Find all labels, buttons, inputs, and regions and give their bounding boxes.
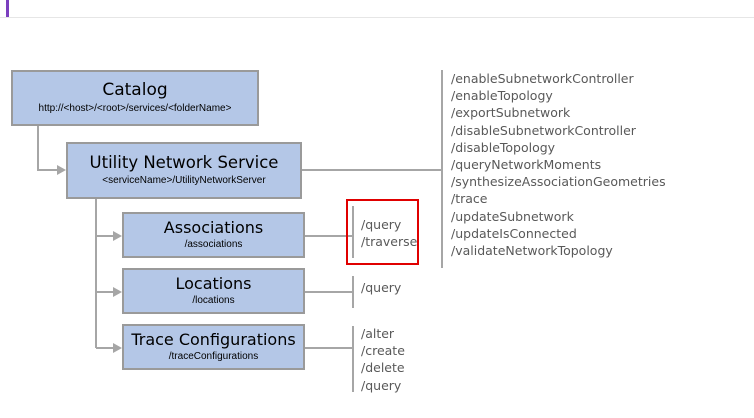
service-operation: /disableTopology [451, 139, 556, 155]
associations-title: Associations [163, 218, 264, 238]
trace-configurations-operations-list: /alter /create /delete /query [361, 325, 405, 394]
service-operation: /enableTopology [451, 88, 553, 104]
utility-network-service-box: Utility Network Service <serviceName>/Ut… [66, 142, 302, 199]
trace-configurations-title: Trace Configurations [131, 330, 296, 350]
service-operation: /synthesizeAssociationGeometries [451, 174, 666, 190]
service-operation: /trace [451, 191, 488, 207]
catalog-path: http://<host>/<root>/services/<folderNam… [38, 103, 232, 115]
associations-path: /associations [184, 238, 243, 250]
associations-operations-list: /query /traverse [361, 216, 417, 250]
catalog-title: Catalog [102, 79, 168, 100]
service-operation: /queryNetworkMoments [451, 156, 602, 172]
service-operation: /enableSubnetworkController [451, 71, 634, 86]
associations-operation: /query [361, 217, 402, 232]
service-operation: /exportSubnetwork [451, 105, 571, 121]
service-path: <serviceName>/UtilityNetworkServer [102, 175, 266, 187]
service-operation: /updateSubnetwork [451, 208, 574, 224]
connector-catalog-service [37, 126, 58, 171]
catalog-box: Catalog http://<host>/<root>/services/<f… [11, 70, 259, 126]
locations-operation: /query [361, 280, 402, 295]
trace-configurations-operation: /alter [361, 326, 395, 341]
service-operations-list: /enableSubnetworkController /enableTopol… [451, 70, 666, 259]
locations-operations-list: /query [361, 279, 401, 296]
arrowhead-locations [113, 287, 122, 297]
associations-operation: /traverse [361, 234, 418, 250]
top-bar [0, 0, 754, 18]
arrowhead-service [57, 165, 66, 175]
service-operation: /disableSubnetworkController [451, 122, 636, 138]
trace-configurations-operation: /create [361, 343, 405, 359]
trace-configurations-path: /traceConfigurations [168, 350, 259, 362]
trace-configurations-operation: /delete [361, 360, 405, 376]
arrowhead-associations [113, 231, 122, 241]
associations-box: Associations /associations [122, 212, 305, 258]
accent-bar [6, 0, 9, 17]
service-operation: /updateIsConnected [451, 225, 577, 241]
trace-configurations-operation: /query [361, 377, 402, 393]
locations-path: /locations [192, 294, 235, 306]
service-title: Utility Network Service [89, 152, 279, 172]
arrowhead-trace-configurations [113, 343, 122, 353]
locations-box: Locations /locations [122, 268, 305, 314]
highlight-box [346, 199, 419, 265]
service-operation: /validateNetworkTopology [451, 242, 613, 258]
locations-title: Locations [175, 274, 252, 294]
trace-configurations-box: Trace Configurations /traceConfiguration… [122, 324, 305, 370]
